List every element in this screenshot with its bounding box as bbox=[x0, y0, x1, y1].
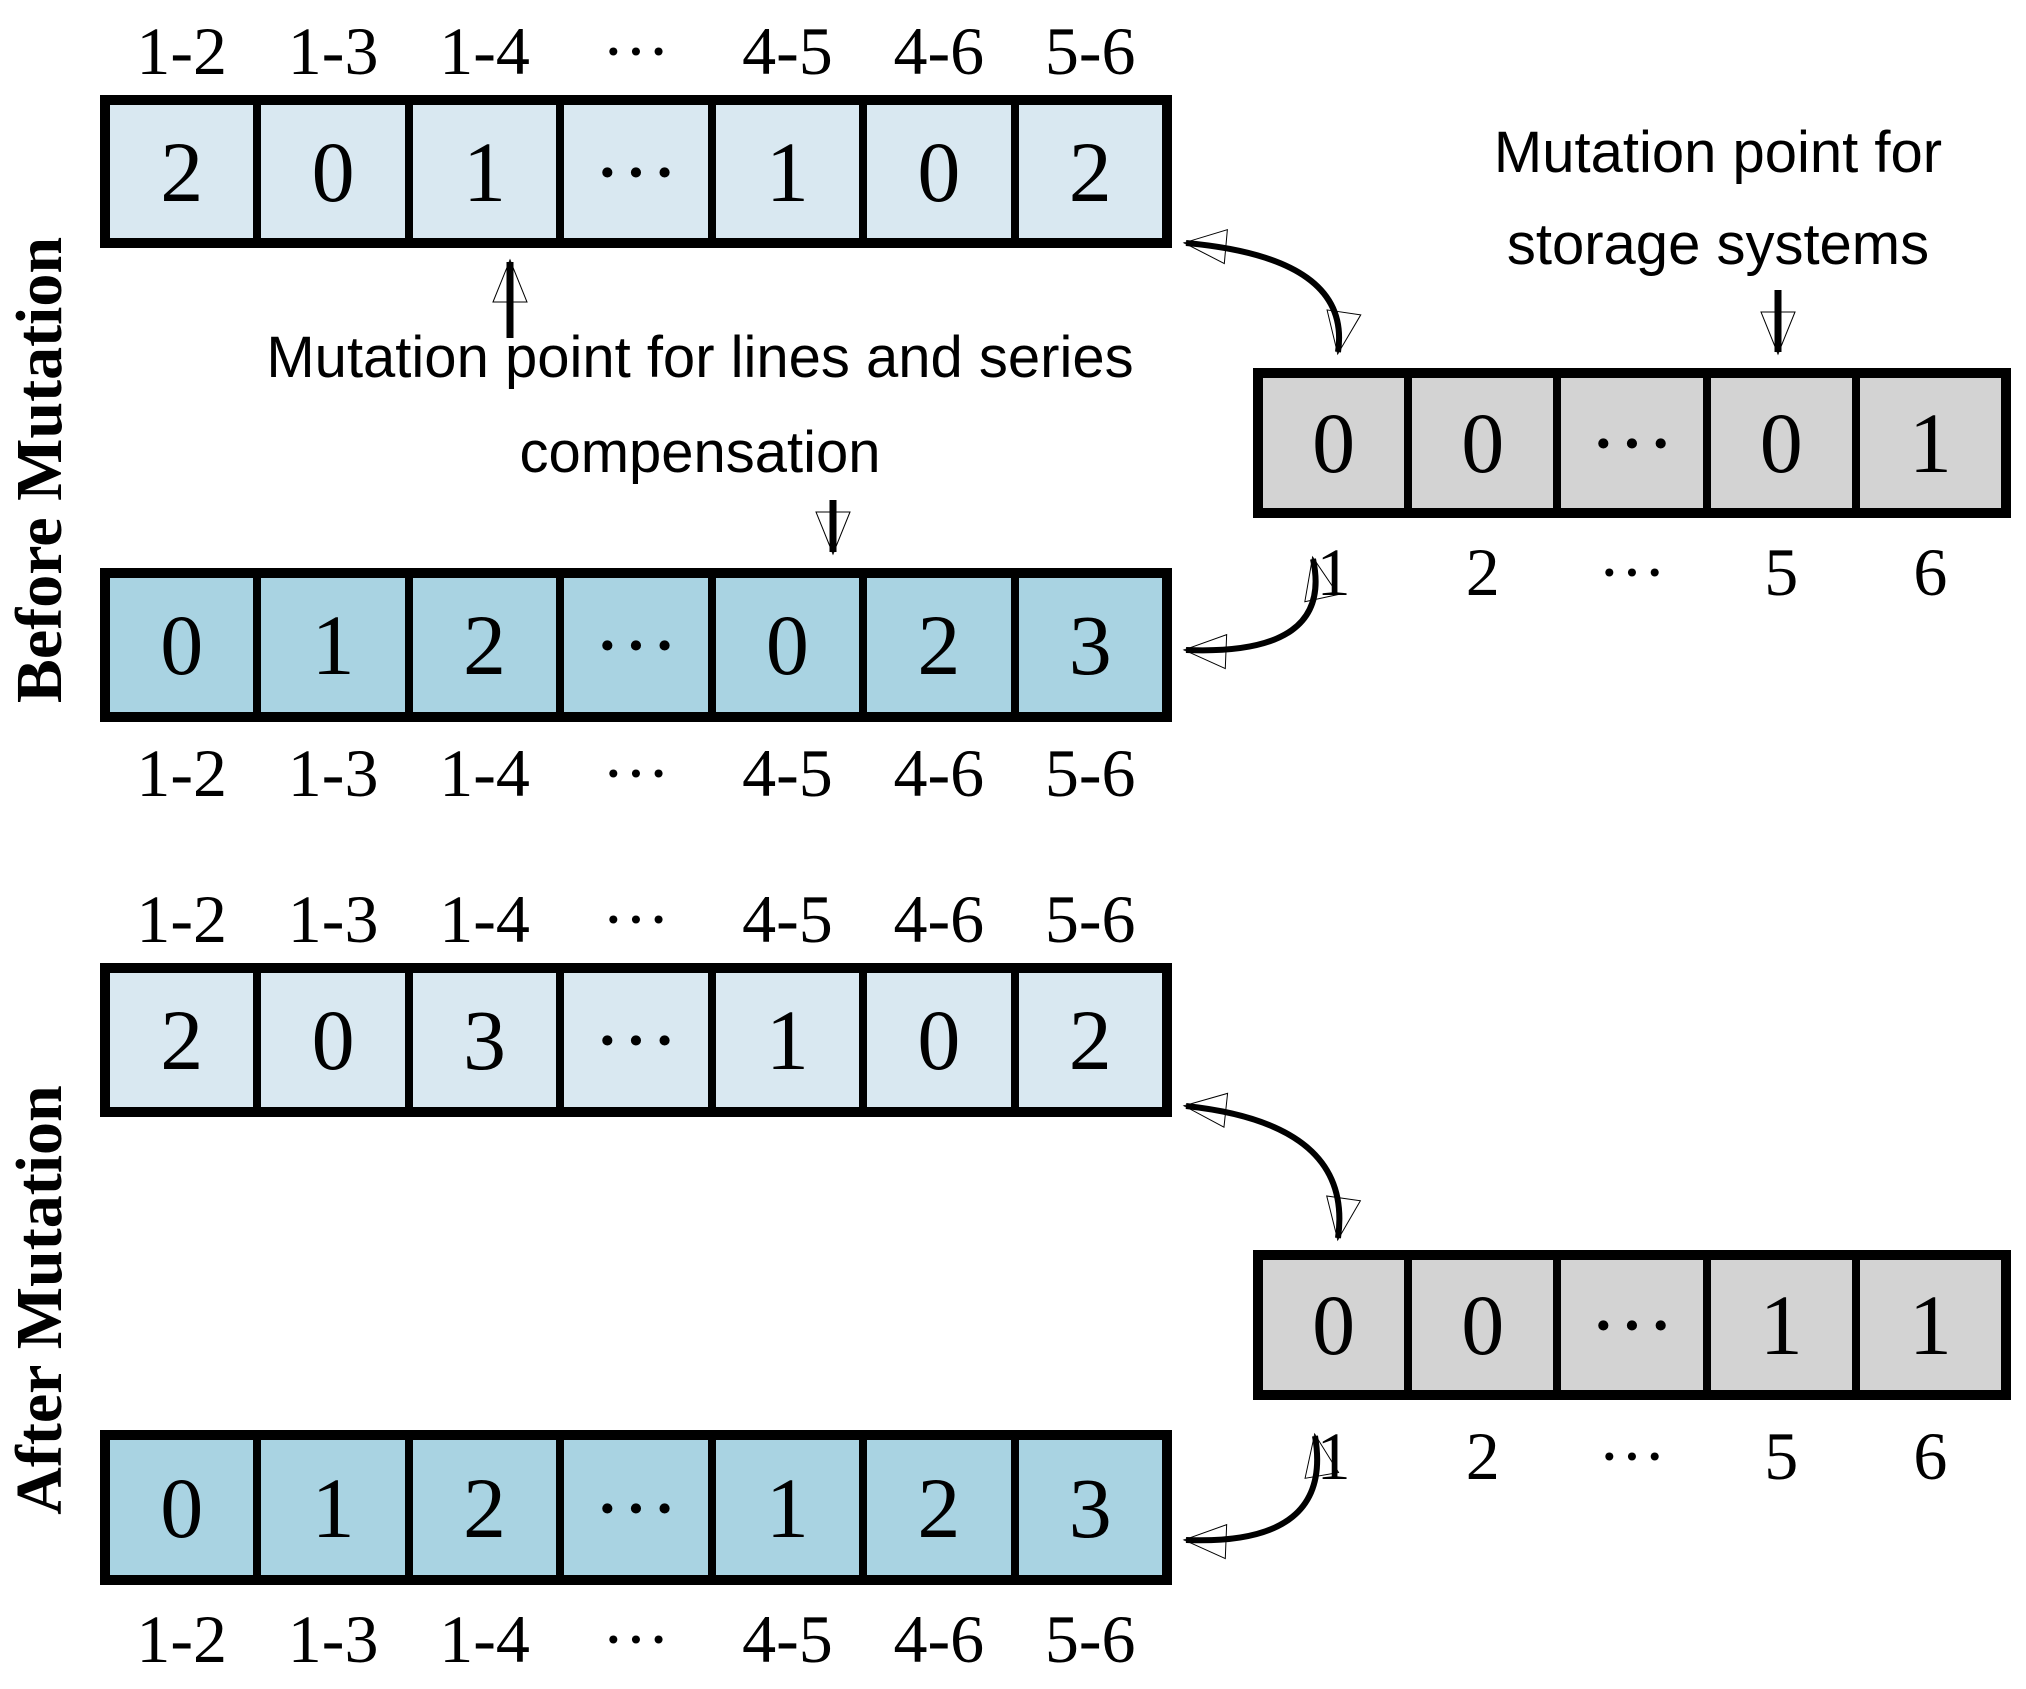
column-label: 1-3 bbox=[287, 13, 379, 89]
cell: 0 bbox=[110, 578, 254, 712]
column-label: 4-6 bbox=[893, 1601, 985, 1677]
column-label: 1-3 bbox=[287, 735, 379, 811]
cell: ··· bbox=[1561, 1260, 1703, 1390]
lines-mutation-annotation-line2: compensation bbox=[519, 420, 881, 485]
column-label: 6 bbox=[1913, 1418, 1948, 1494]
column-label: 1 bbox=[1316, 534, 1351, 610]
column-label: 2 bbox=[1465, 1418, 1500, 1494]
column-label: 1-3 bbox=[287, 881, 379, 957]
cell: 1 bbox=[1859, 1260, 2002, 1390]
cell: ··· bbox=[564, 578, 708, 712]
column-label: 1-2 bbox=[136, 1601, 228, 1677]
column-label: 4-5 bbox=[742, 881, 833, 957]
cell: 0 bbox=[867, 105, 1011, 238]
cell: 0 bbox=[1710, 378, 1852, 508]
cell: 0 bbox=[867, 973, 1011, 1107]
cell: 0 bbox=[1412, 1260, 1554, 1390]
column-label: 1-2 bbox=[136, 881, 228, 957]
column-label: ··· bbox=[1598, 534, 1666, 610]
column-label: 6 bbox=[1913, 534, 1948, 610]
cell: 2 bbox=[110, 973, 254, 1107]
column-label: 5-6 bbox=[1044, 881, 1136, 957]
column-label: 4-5 bbox=[742, 1601, 833, 1677]
column-label: ··· bbox=[602, 881, 670, 957]
column-label: 4-6 bbox=[893, 735, 985, 811]
after-top-array-labels: 1-2 1-3 1-4 ··· 4-5 4-6 5-6 bbox=[100, 882, 1172, 956]
before-bottom-array-labels: 1-2 1-3 1-4 ··· 4-5 4-6 5-6 bbox=[100, 736, 1172, 810]
column-label: ··· bbox=[602, 735, 670, 811]
cell: 2 bbox=[1018, 973, 1162, 1107]
before-storage-vector: 0 0 ··· 0 1 bbox=[1253, 368, 2011, 518]
column-label: 1-3 bbox=[287, 1601, 379, 1677]
cell: 3 bbox=[1018, 578, 1162, 712]
cell: 1 bbox=[412, 105, 557, 238]
column-label: 1-4 bbox=[439, 735, 530, 811]
before-mutation-section-label: Before Mutation bbox=[3, 236, 76, 704]
before-top-array-labels: 1-2 1-3 1-4 ··· 4-5 4-6 5-6 bbox=[100, 14, 1172, 88]
column-label: 5-6 bbox=[1044, 13, 1136, 89]
column-label: 5-6 bbox=[1044, 735, 1136, 811]
column-label: 5-6 bbox=[1044, 1601, 1136, 1677]
after-bottom-array-labels: 1-2 1-3 1-4 ··· 4-5 4-6 5-6 bbox=[100, 1602, 1172, 1676]
cell: 2 bbox=[867, 1440, 1011, 1575]
column-label: 4-6 bbox=[893, 881, 985, 957]
column-label: 1-2 bbox=[136, 735, 228, 811]
cell: 0 bbox=[1263, 1260, 1405, 1390]
column-label: 5 bbox=[1764, 534, 1799, 610]
storage-mutation-annotation-line2: storage systems bbox=[1506, 212, 1930, 277]
before-storage-array-labels: 1 2 ··· 5 6 bbox=[1253, 536, 2011, 608]
column-label: 5 bbox=[1764, 1418, 1799, 1494]
cell: 2 bbox=[412, 1440, 557, 1575]
column-label: 1-2 bbox=[136, 13, 228, 89]
cell: 2 bbox=[867, 578, 1011, 712]
cell: 1 bbox=[1859, 378, 2002, 508]
cell: 0 bbox=[715, 578, 860, 712]
cell: 1 bbox=[715, 105, 860, 238]
before-compensation-vector: 0 1 2 ··· 0 2 3 bbox=[100, 568, 1172, 722]
lines-mutation-annotation-line1: Mutation point for lines and series bbox=[266, 325, 1134, 390]
cell: 3 bbox=[1018, 1440, 1162, 1575]
cell: 1 bbox=[261, 1440, 405, 1575]
cell: 1 bbox=[1710, 1260, 1852, 1390]
cell: 2 bbox=[412, 578, 557, 712]
column-label: 4-6 bbox=[893, 13, 985, 89]
after-top-to-storage-arrow bbox=[1182, 1092, 1362, 1242]
column-label: 1 bbox=[1316, 1418, 1351, 1494]
after-mutation-section-label: After Mutation bbox=[3, 1085, 76, 1515]
cell: 2 bbox=[1018, 105, 1162, 238]
column-label: 1-4 bbox=[439, 13, 530, 89]
column-label: 1-4 bbox=[439, 1601, 530, 1677]
cell: 2 bbox=[110, 105, 254, 238]
column-label: ··· bbox=[1598, 1418, 1666, 1494]
cell: ··· bbox=[1561, 378, 1703, 508]
column-label: 4-5 bbox=[742, 13, 833, 89]
column-label: ··· bbox=[602, 13, 670, 89]
after-storage-vector: 0 0 ··· 1 1 bbox=[1253, 1250, 2011, 1400]
cell: 3 bbox=[412, 973, 557, 1107]
column-label: 4-5 bbox=[742, 735, 833, 811]
cell: 1 bbox=[261, 578, 405, 712]
cell: 1 bbox=[715, 973, 860, 1107]
column-label: 2 bbox=[1465, 534, 1500, 610]
cell: ··· bbox=[564, 105, 708, 238]
cell: ··· bbox=[564, 1440, 708, 1575]
after-compensation-vector: 0 1 2 ··· 1 2 3 bbox=[100, 1430, 1172, 1585]
before-lines-vector: 2 0 1 ··· 1 0 2 bbox=[100, 95, 1172, 248]
column-label: 1-4 bbox=[439, 881, 530, 957]
cell: 0 bbox=[261, 105, 405, 238]
cell: 0 bbox=[110, 1440, 254, 1575]
cell: 0 bbox=[261, 973, 405, 1107]
before-top-to-storage-arrow bbox=[1182, 228, 1362, 356]
cell: 0 bbox=[1263, 378, 1405, 508]
after-lines-vector: 2 0 3 ··· 1 0 2 bbox=[100, 963, 1172, 1117]
cell: 1 bbox=[715, 1440, 860, 1575]
cell: ··· bbox=[564, 973, 708, 1107]
column-label: ··· bbox=[602, 1601, 670, 1677]
cell: 0 bbox=[1412, 378, 1554, 508]
after-storage-array-labels: 1 2 ··· 5 6 bbox=[1253, 1420, 2011, 1492]
storage-mutation-annotation-line1: Mutation point for bbox=[1493, 120, 1943, 185]
